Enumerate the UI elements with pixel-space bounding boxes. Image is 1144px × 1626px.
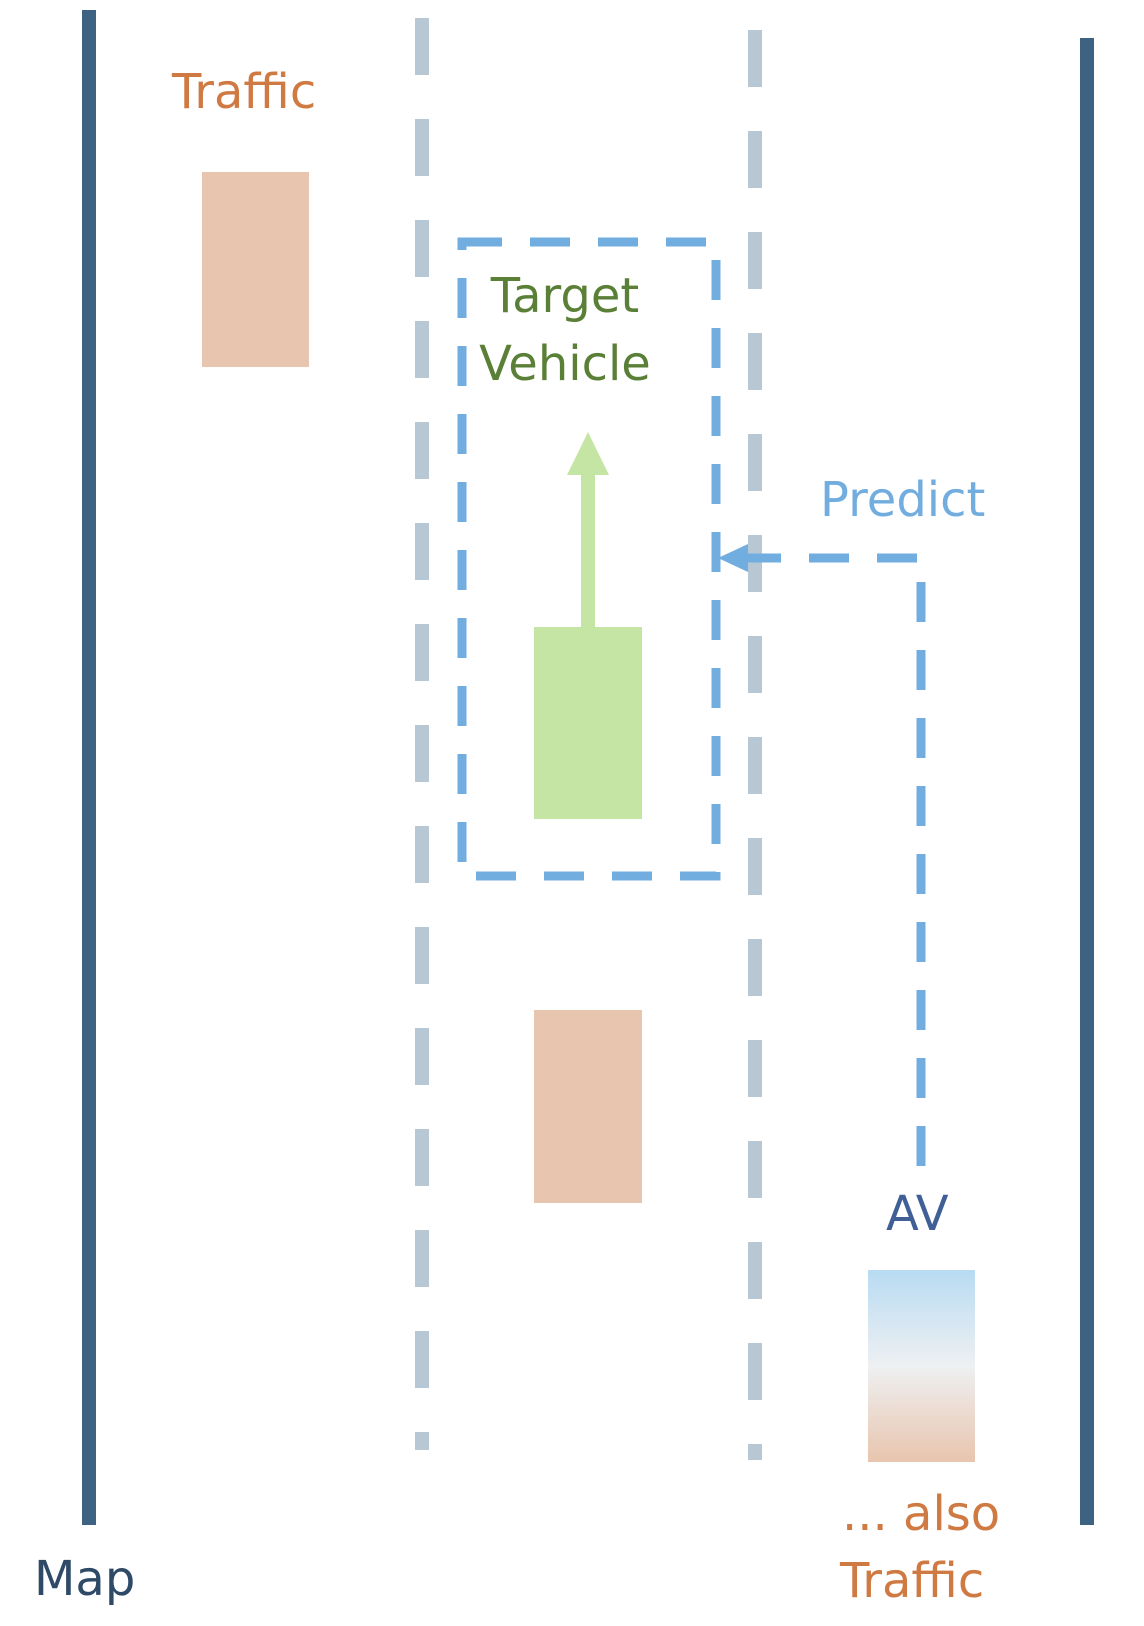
target-vehicle-label: Target Vehicle [430, 262, 700, 398]
traffic-vehicle-middle [534, 1010, 642, 1203]
also-label: ... also [842, 1486, 1001, 1542]
map-label: Map [34, 1551, 136, 1607]
target-heading-arrow-head [567, 432, 609, 475]
predict-label: Predict [820, 472, 986, 528]
traffic-label: Traffic [172, 64, 317, 120]
prediction-box [457, 237, 721, 881]
also-traffic-label: Traffic [840, 1553, 985, 1609]
target-vehicle [534, 627, 642, 819]
predict-connector [742, 553, 926, 1166]
av-vehicle [868, 1270, 975, 1462]
target-label-line2: Vehicle [479, 336, 651, 392]
av-label: AV [886, 1186, 949, 1242]
traffic-vehicle-top-left [202, 172, 309, 367]
target-label-line1: Target [490, 268, 640, 324]
predict-arrow-head [718, 544, 748, 572]
